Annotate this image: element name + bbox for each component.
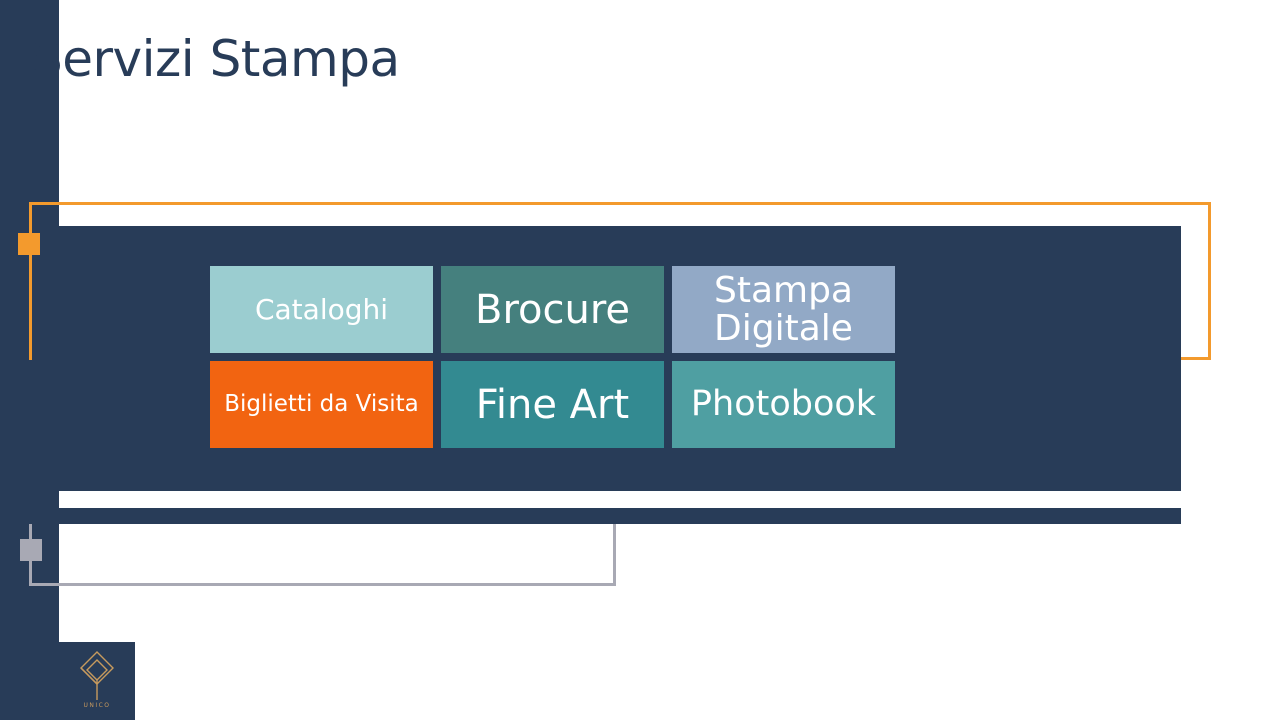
orange-square-marker bbox=[18, 233, 40, 255]
logo-text: UNICO bbox=[83, 702, 111, 709]
gray-bracket-line bbox=[29, 524, 616, 586]
tile-label: Stampa Digitale bbox=[713, 269, 853, 349]
tile-label: Cataloghi bbox=[254, 292, 389, 326]
tile-photobook[interactable]: Photobook bbox=[672, 361, 895, 448]
orange-bracket-end bbox=[1180, 357, 1208, 360]
unico-logo: UNICO bbox=[59, 642, 135, 720]
slide-title: Servizi Stampa bbox=[31, 30, 400, 88]
tile-label: Photobook bbox=[690, 384, 877, 425]
tile-label: Brocure bbox=[475, 286, 630, 333]
diamond-logo-icon bbox=[80, 651, 114, 700]
tile-stampa-digitale[interactable]: Stampa Digitale bbox=[672, 266, 895, 353]
gray-square-marker bbox=[20, 539, 42, 561]
left-sidebar-bar bbox=[0, 0, 59, 720]
tile-label: Biglietti da Visita bbox=[224, 391, 419, 418]
divider-band bbox=[59, 508, 1181, 524]
tile-biglietti-da-visita[interactable]: Biglietti da Visita bbox=[210, 361, 433, 448]
tile-brocure[interactable]: Brocure bbox=[441, 266, 664, 353]
tile-label: Fine Art bbox=[475, 381, 630, 428]
orange-bracket-line bbox=[29, 202, 1211, 360]
tile-cataloghi[interactable]: Cataloghi bbox=[210, 266, 433, 353]
tile-fine-art[interactable]: Fine Art bbox=[441, 361, 664, 448]
